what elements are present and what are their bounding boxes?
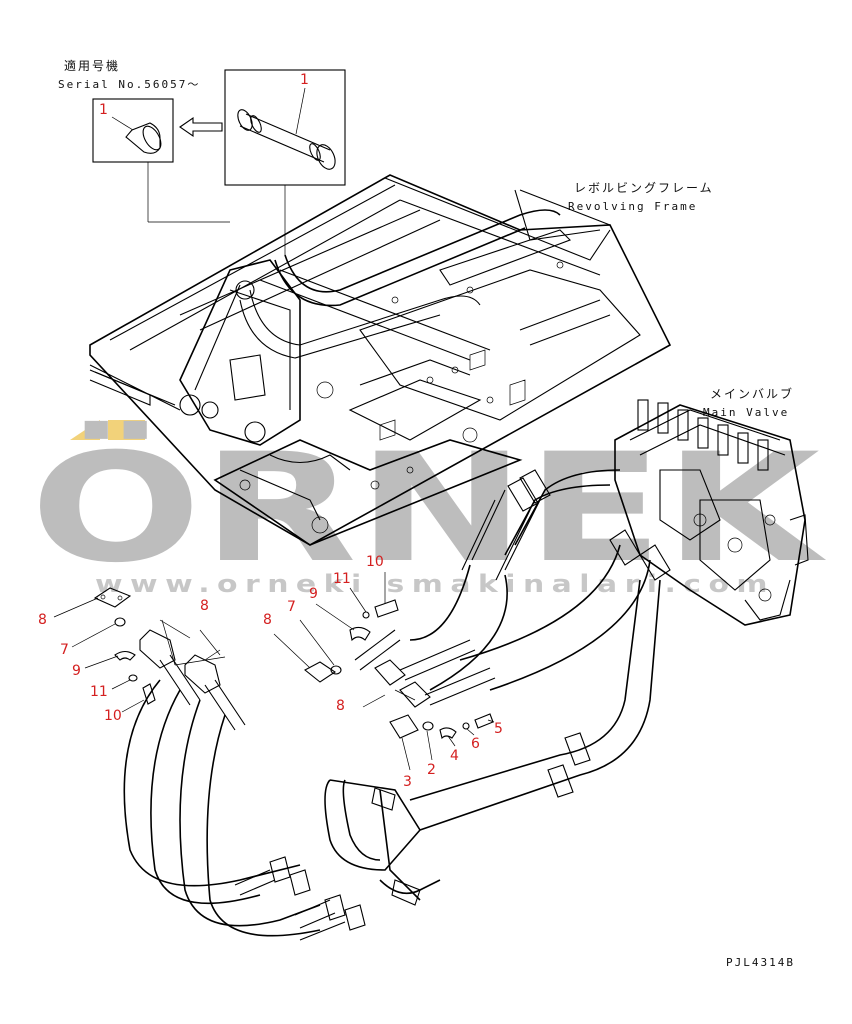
detail-box-collar (92, 98, 230, 223)
drawing-code: PJL4314B (726, 956, 795, 969)
callout-7-left: 7 (60, 642, 69, 658)
exploded-fittings-left (93, 587, 246, 731)
main-valve-drawing (614, 399, 809, 626)
valve-label-jp: メインバルブ (710, 386, 794, 401)
serial-label-en: Serial No.56057～ (58, 78, 200, 91)
callout-10-left: 10 (104, 708, 122, 724)
callout-1-left: 1 (99, 102, 108, 118)
callout-10-top: 10 (366, 554, 384, 570)
hoses-drawing (123, 469, 671, 941)
callout-6: 6 (471, 736, 480, 752)
arrow-icon (179, 116, 223, 138)
watermark-accent-left (70, 420, 100, 440)
callout-8-top: 8 (263, 612, 272, 628)
callout-1-right: 1 (300, 72, 309, 88)
revolving-frame-drawing (89, 174, 672, 546)
watermark-accent-right (108, 420, 145, 440)
callout-3: 3 (403, 774, 412, 790)
callout-8-center: 8 (336, 698, 345, 714)
valve-label-en: Main Valve (703, 406, 789, 419)
detail-box-pipe (224, 69, 346, 255)
callout-2: 2 (427, 762, 436, 778)
callout-11-left: 11 (90, 684, 108, 700)
exploded-fittings-center (304, 599, 496, 740)
callout-11-top: 11 (333, 571, 351, 587)
frame-label-en: Revolving Frame (568, 200, 697, 213)
callout-9-left: 9 (72, 663, 81, 679)
watermark-brand: ÖRNEK (30, 420, 826, 596)
callout-8-group: 8 (200, 598, 209, 614)
callout-9-top: 9 (309, 586, 318, 602)
callout-4: 4 (450, 748, 459, 764)
callout-5: 5 (494, 721, 503, 737)
watermark: ÖRNEK www.orneki smakinalari.com (30, 420, 826, 598)
serial-label-jp: 適用号機 (64, 58, 120, 73)
callout-7-top: 7 (287, 599, 296, 615)
callout-8-left-top: 8 (38, 612, 47, 628)
watermark-url: www.orneki smakinalari.com (95, 570, 775, 598)
callouts: 10 11 9 7 8 8 8 7 9 11 10 8 3 2 4 6 5 (38, 554, 503, 790)
frame-label-jp: レボルビングフレーム (574, 181, 714, 195)
